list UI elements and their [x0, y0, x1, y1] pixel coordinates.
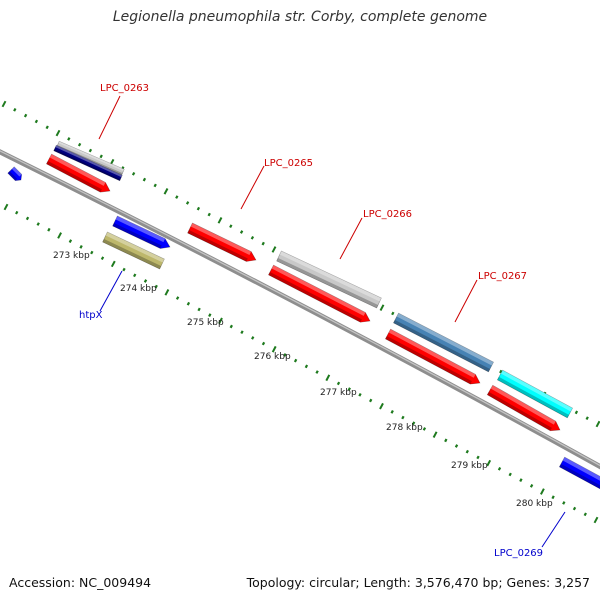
gene-feature[interactable]: [496, 369, 573, 419]
kbp-label: 278 kbp: [386, 423, 423, 433]
gene-label-lpc-0263: LPC_0263: [100, 83, 149, 94]
kbp-scale: 273 kbp 274 kbp 275 kbp 276 kbp 277 kbp …: [53, 251, 553, 509]
gene-feature[interactable]: [486, 384, 562, 435]
gene-feature[interactable]: [46, 153, 112, 196]
gene-feature[interactable]: [268, 264, 372, 326]
gene-feature[interactable]: [558, 456, 600, 493]
gene-feature[interactable]: [276, 250, 382, 309]
genome-summary-text: Topology: circular; Length: 3,576,470 bp…: [246, 575, 590, 590]
accession-text: Accession: NC_009494: [9, 575, 152, 590]
kbp-label: 273 kbp: [53, 251, 90, 261]
gene-label-lpc-0269: LPC_0269: [494, 548, 543, 559]
map-title: Legionella pneumophila str. Corby, compl…: [112, 9, 488, 25]
gene-label-htpx: htpX: [79, 310, 103, 321]
gene-labels[interactable]: LPC_0263 LPC_0265 LPC_0266 LPC_0267 htpX…: [79, 83, 543, 559]
inner-tick-row: [3, 203, 599, 524]
gene-label-leaders: [98, 95, 566, 548]
gene-label-lpc-0267: LPC_0267: [478, 271, 527, 282]
gene-feature[interactable]: [7, 166, 24, 183]
genome-backbone: [0, 149, 600, 470]
kbp-label: 277 kbp: [320, 388, 357, 398]
gene-feature[interactable]: [102, 231, 165, 270]
gene-feature[interactable]: [56, 140, 125, 176]
gene-feature[interactable]: [53, 144, 123, 182]
gene-feature[interactable]: [385, 328, 482, 388]
gene-features[interactable]: [7, 140, 600, 493]
gene-feature[interactable]: [112, 215, 173, 252]
gene-label-lpc-0266: LPC_0266: [363, 209, 412, 220]
gene-feature[interactable]: [393, 312, 494, 373]
kbp-label: 274 kbp: [120, 284, 157, 294]
kbp-label: 276 kbp: [254, 352, 291, 362]
gene-feature[interactable]: [187, 222, 259, 265]
kbp-label: 280 kbp: [516, 499, 553, 509]
kbp-label: 275 kbp: [187, 318, 224, 328]
kbp-label: 279 kbp: [451, 461, 488, 471]
gene-label-lpc-0265: LPC_0265: [264, 158, 313, 169]
